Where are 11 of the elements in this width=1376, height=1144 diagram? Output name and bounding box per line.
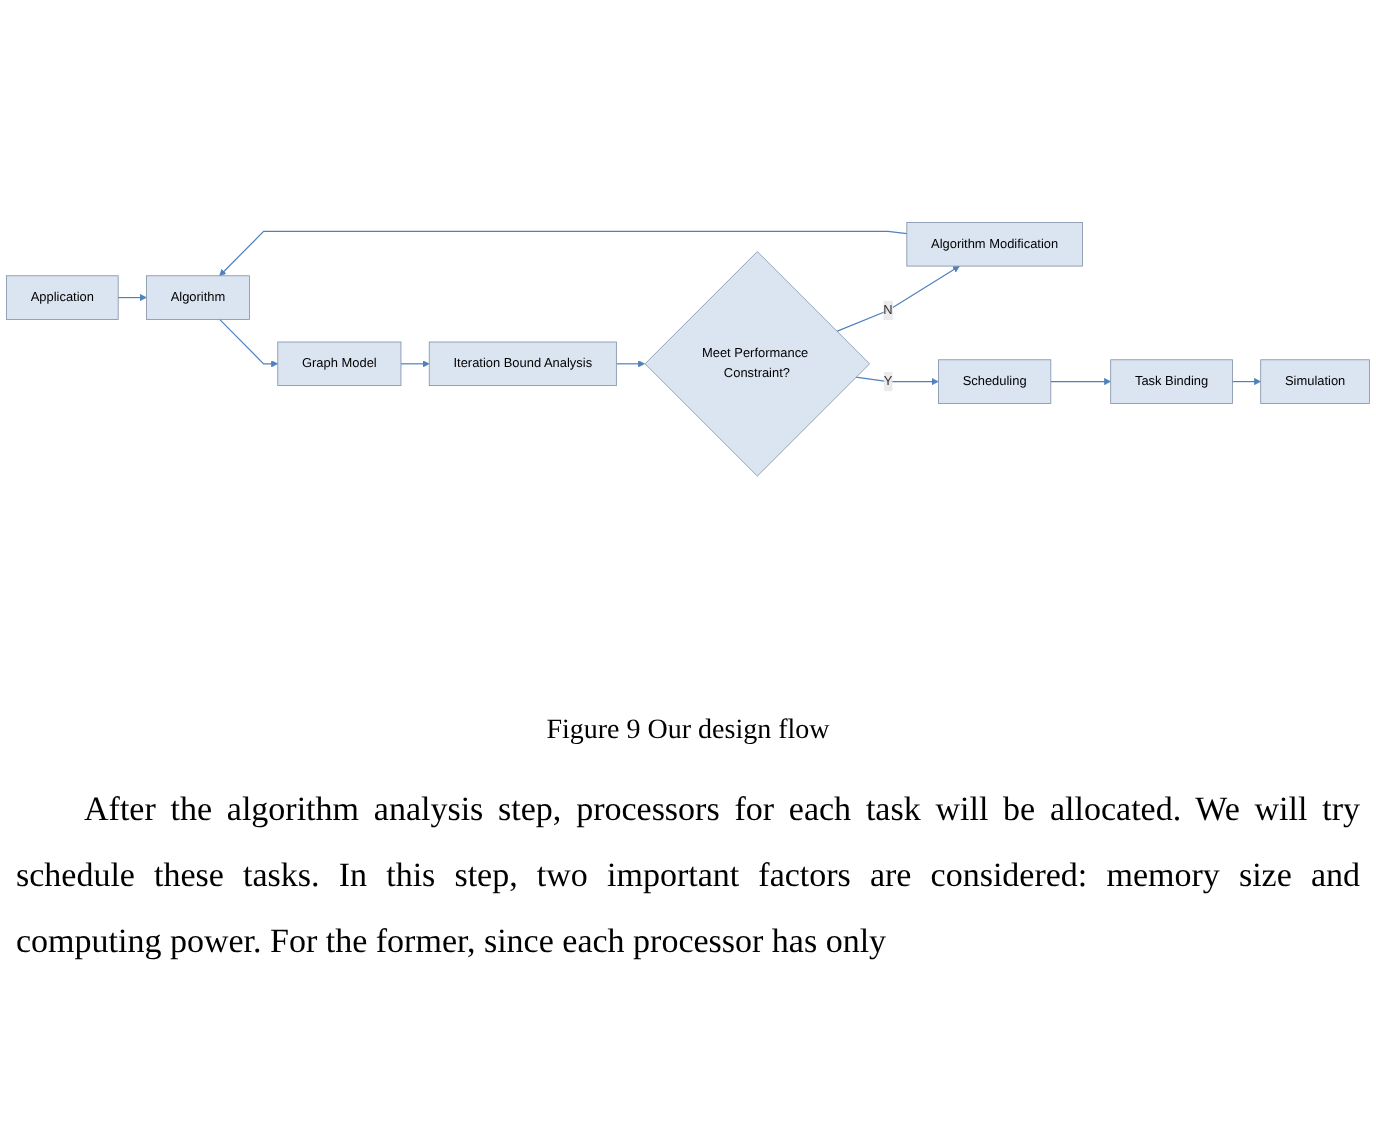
figure-caption: Figure 9 Our design flow [544, 716, 832, 748]
arrow [219, 231, 908, 277]
arrow [117, 294, 147, 302]
arrow [836, 266, 960, 333]
arrow [1231, 378, 1262, 386]
arrow [400, 361, 430, 369]
arrow [1050, 378, 1111, 386]
body-paragraph: After the algorithm analysis step, processors for each task will be allocated. We will try schedule these tasks. In this step, two important factors are considered: memory size and computing power. For the former, since each processor has only [16, 788, 1360, 964]
arrow [615, 361, 645, 369]
arrow [219, 319, 279, 369]
arrow [855, 377, 939, 386]
